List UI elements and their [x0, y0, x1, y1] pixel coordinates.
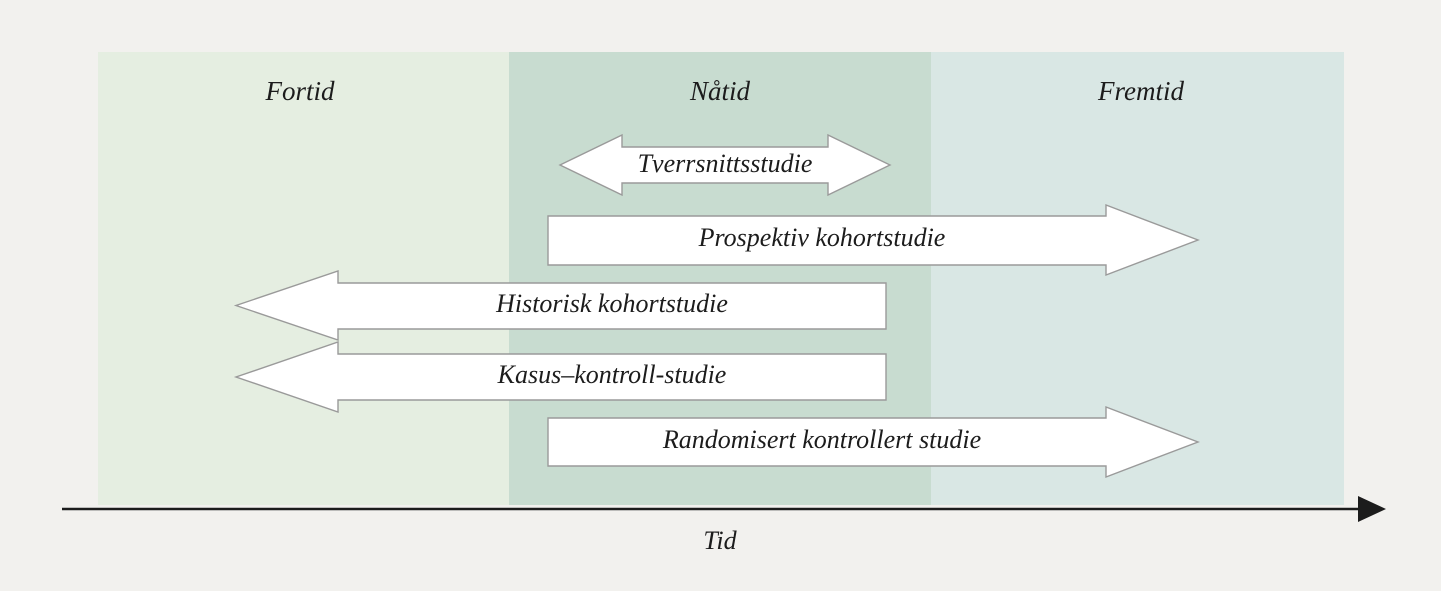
arrow-randomisert-kontrollert-studie	[547, 405, 1200, 479]
arrow-historisk-kohortstudie	[233, 270, 887, 341]
study-design-arrows	[233, 133, 1200, 479]
band-label-fremtid: Fremtid	[1097, 76, 1184, 106]
arrow-tverrsnittsstudie	[558, 133, 892, 197]
band-label-natid: Nåtid	[689, 76, 751, 106]
time-period-labels: Fortid Nåtid Fremtid	[264, 76, 1184, 106]
time-axis-arrowhead-icon	[1358, 496, 1386, 522]
arrow-label-prospektiv-kohortstudie: Prospektiv kohortstudie	[698, 223, 946, 252]
arrow-label-tverrsnittsstudie: Tverrsnittsstudie	[638, 149, 813, 178]
arrow-prospektiv-kohortstudie	[547, 203, 1200, 277]
arrow-label-randomisert-kontrollert-studie: Randomisert kontrollert studie	[662, 425, 981, 454]
arrow-kasus-kontroll-studie	[233, 341, 887, 413]
arrow-label-kasus-kontroll-studie: Kasus–kontroll-studie	[497, 360, 727, 389]
time-axis-label: Tid	[703, 526, 737, 555]
band-label-fortid: Fortid	[264, 76, 335, 106]
time-period-bands	[98, 52, 1344, 505]
band-fortid	[98, 52, 509, 505]
time-axis: Tid	[62, 496, 1386, 555]
arrow-label-historisk-kohortstudie: Historisk kohortstudie	[495, 289, 728, 318]
